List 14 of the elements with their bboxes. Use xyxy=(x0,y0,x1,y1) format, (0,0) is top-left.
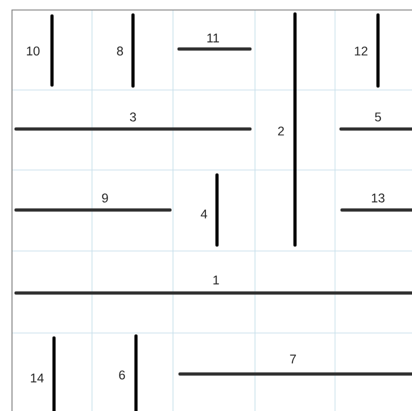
number-label: 7 xyxy=(290,354,296,364)
number-label: 14 xyxy=(30,374,44,382)
number-label: 9 xyxy=(102,194,108,202)
number-label: 4 xyxy=(200,210,208,218)
number-label: 12 xyxy=(354,46,368,56)
number-label: 1 xyxy=(213,276,219,284)
number-label: 3 xyxy=(130,112,136,122)
number-label: 5 xyxy=(374,112,381,122)
number-label: 11 xyxy=(207,34,219,42)
number-label: 10 xyxy=(26,46,40,56)
number-label: 2 xyxy=(278,126,284,136)
number-label: 13 xyxy=(372,194,384,202)
number-label: 6 xyxy=(119,370,125,380)
number-label: 8 xyxy=(117,46,123,56)
